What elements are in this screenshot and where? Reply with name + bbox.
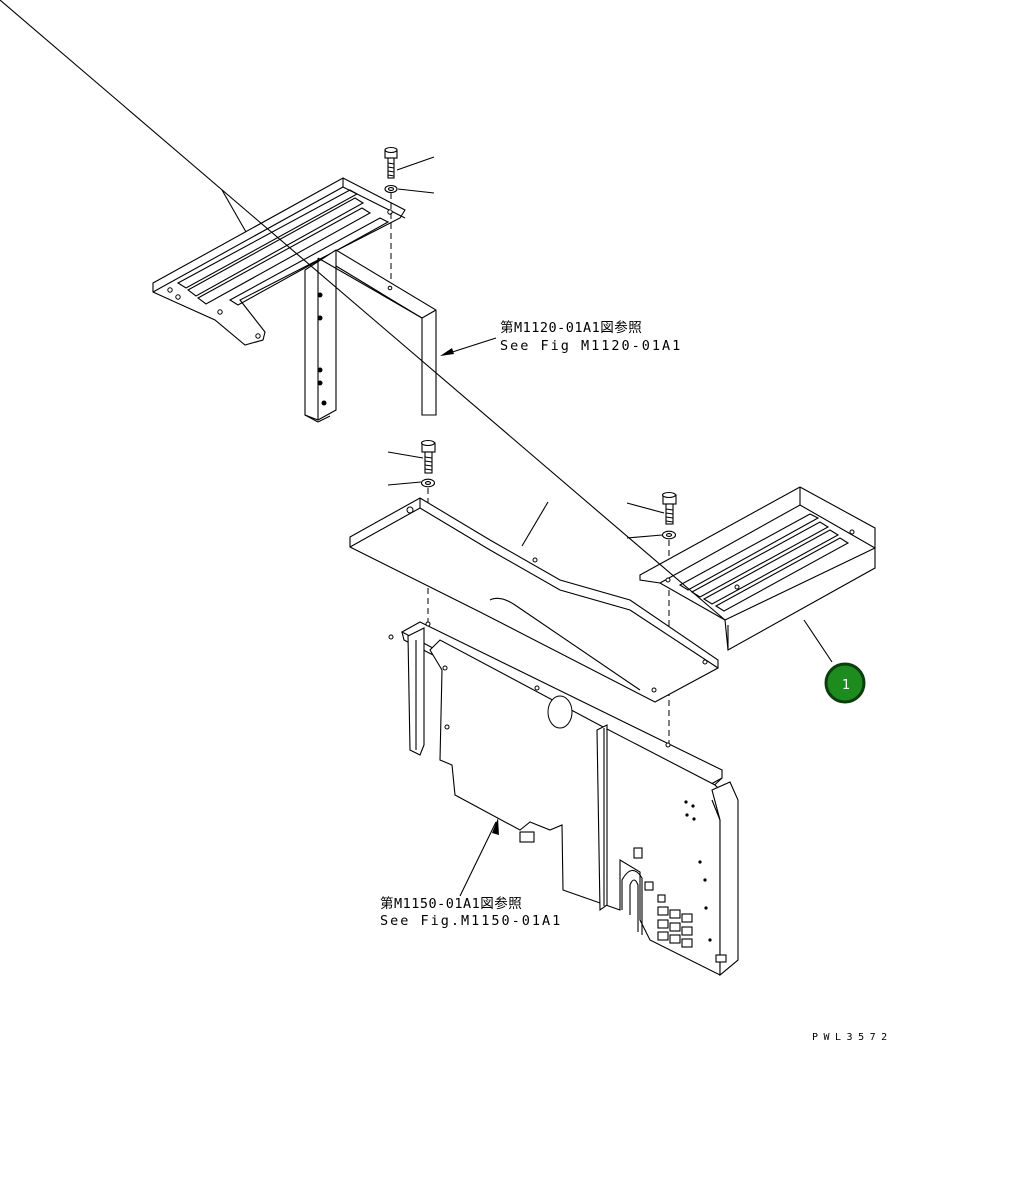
lower-reference-ja: 第M1150-01A1図参照 xyxy=(380,895,522,912)
lower-frame xyxy=(388,621,739,977)
right-slotted-cover-part-1 xyxy=(0,0,876,651)
upper-frame xyxy=(304,249,437,423)
drawing-code: PWL3572 xyxy=(812,1032,893,1043)
upper-bolt xyxy=(384,146,398,179)
upper-reference-en: See Fig M1120-01A1 xyxy=(500,338,682,354)
upper-cover-leader xyxy=(221,189,247,233)
lower-right-washer xyxy=(661,530,677,540)
part-1-leader xyxy=(803,619,833,663)
lower-reference-en: See Fig.M1150-01A1 xyxy=(380,913,562,929)
callout-1-number: 1 xyxy=(842,678,850,693)
upper-cover-plate xyxy=(152,177,406,346)
upper-washer xyxy=(384,184,398,194)
callout-1[interactable]: 1 xyxy=(824,662,866,704)
middle-cover-leader xyxy=(521,501,549,547)
lower-left-washer xyxy=(420,478,436,488)
lower-right-bolt xyxy=(661,491,677,525)
upper-reference-ja: 第M1120-01A1図参照 xyxy=(500,319,642,336)
lower-left-bolt xyxy=(420,439,436,474)
middle-cover-plate xyxy=(349,497,719,703)
